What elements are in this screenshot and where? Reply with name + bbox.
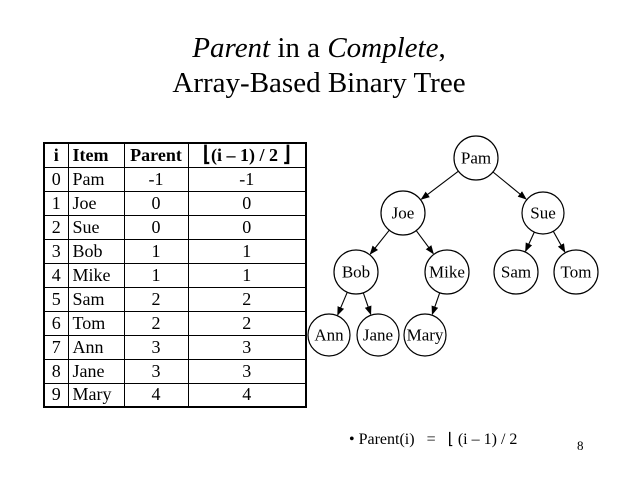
- tree-edge-mike-mary: [431, 292, 441, 316]
- cell-formula: -1: [187, 166, 307, 192]
- formula-header-text: (i – 1) / 2: [211, 145, 283, 166]
- cell-index: 2: [43, 214, 69, 240]
- tree-node-label-jane: Jane: [363, 326, 393, 345]
- cell-formula: 0: [187, 214, 307, 240]
- tree-edge-sue-sam: [525, 231, 535, 253]
- cell-parent: 1: [123, 238, 189, 264]
- tree-edge-bob-jane: [362, 292, 372, 316]
- tree-node-circle-mary: [403, 313, 447, 357]
- slide-title: Parent in a Complete, Array-Based Binary…: [0, 31, 638, 101]
- tree-node-sam: Sam: [493, 249, 539, 295]
- header-parent: Parent: [123, 142, 189, 168]
- page-number: 8: [577, 438, 584, 453]
- cell-formula: 2: [187, 310, 307, 336]
- tree-node-ann: Ann: [307, 313, 351, 357]
- tree-node-circle-joe: [380, 190, 426, 236]
- tree-node-sue: Sue: [521, 191, 565, 235]
- header-item: Item: [67, 142, 125, 168]
- cell-parent: 2: [123, 286, 189, 312]
- slide-title-line2: Array-Based Binary Tree: [172, 67, 466, 99]
- cell-formula: 4: [187, 382, 307, 408]
- tree-node-circle-sam: [493, 249, 539, 295]
- header-formula: ⌊(i – 1) / 2 ⌋: [187, 142, 307, 168]
- cell-parent: 0: [123, 214, 189, 240]
- tree-node-label-mary: Mary: [407, 326, 444, 345]
- tree-node-bob: Bob: [333, 249, 379, 295]
- tree-node-label-mike: Mike: [429, 263, 465, 282]
- tree-node-circle-mike: [424, 249, 470, 295]
- title-word-complete: Complete: [327, 32, 439, 64]
- cell-index: 6: [43, 310, 69, 336]
- cell-item: Bob: [67, 238, 125, 264]
- cell-item: Pam: [67, 166, 125, 192]
- tree-node-mike: Mike: [424, 249, 470, 295]
- cell-item: Ann: [67, 334, 125, 360]
- tree-edge-bob-ann: [337, 291, 348, 316]
- title-mid-text: in a: [270, 32, 328, 64]
- cell-index: 4: [43, 262, 69, 288]
- tree-node-label-sue: Sue: [530, 204, 556, 223]
- cell-formula: 3: [187, 358, 307, 384]
- header-i: i: [43, 142, 69, 168]
- tree-node-label-joe: Joe: [392, 204, 415, 223]
- bullet-line1: • Parent(i) = ⌊ (i – 1) / 2: [349, 431, 518, 448]
- table-header-row: i Item Parent ⌊(i – 1) / 2 ⌋: [43, 142, 307, 168]
- floor-left-bracket: ⌊: [202, 142, 211, 167]
- tree-node-circle-ann: [307, 313, 351, 357]
- tree-node-tom: Tom: [553, 249, 599, 295]
- cell-item: Joe: [67, 190, 125, 216]
- cell-index: 9: [43, 382, 69, 408]
- tree-node-circle-tom: [553, 249, 599, 295]
- cell-parent: 4: [123, 382, 189, 408]
- tree-node-circle-bob: [333, 249, 379, 295]
- tree-edge-joe-bob: [369, 229, 390, 255]
- tree-node-jane: Jane: [356, 313, 400, 357]
- tree-node-label-bob: Bob: [342, 263, 370, 282]
- tree-node-pam: Pam: [453, 135, 499, 181]
- cell-index: 8: [43, 358, 69, 384]
- title-comma: ,: [438, 32, 446, 64]
- tree-node-label-pam: Pam: [461, 149, 491, 168]
- tree-node-circle-pam: [453, 135, 499, 181]
- cell-formula: 1: [187, 262, 307, 288]
- tree-node-mary: Mary: [403, 313, 447, 357]
- tree-edge-joe-mike: [415, 230, 434, 255]
- tree-edge-sue-tom: [552, 231, 566, 253]
- tree-edges: [337, 170, 566, 316]
- tree-edge-pam-joe: [420, 170, 459, 200]
- tree-node-circle-sue: [521, 191, 565, 235]
- cell-parent: 1: [123, 262, 189, 288]
- cell-item: Sue: [67, 214, 125, 240]
- cell-parent: -1: [123, 166, 189, 192]
- tree-node-joe: Joe: [380, 190, 426, 236]
- cell-item: Mike: [67, 262, 125, 288]
- tree-node-circle-jane: [356, 313, 400, 357]
- tree-edge-pam-sue: [492, 171, 527, 200]
- title-word-parent: Parent: [192, 32, 271, 64]
- cell-formula: 0: [187, 190, 307, 216]
- floor-right-bracket: ⌋: [282, 142, 291, 167]
- parent-formula-bullet: • Parent(i) = ⌊ (i – 1) / 2 ⌋: [349, 382, 631, 478]
- tree-node-label-ann: Ann: [314, 326, 344, 345]
- tree-node-label-tom: Tom: [561, 263, 592, 282]
- slide-title-line1: Parent in a Complete,: [0, 31, 638, 66]
- tree-node-label-sam: Sam: [501, 263, 531, 282]
- cell-item: Mary: [67, 382, 125, 408]
